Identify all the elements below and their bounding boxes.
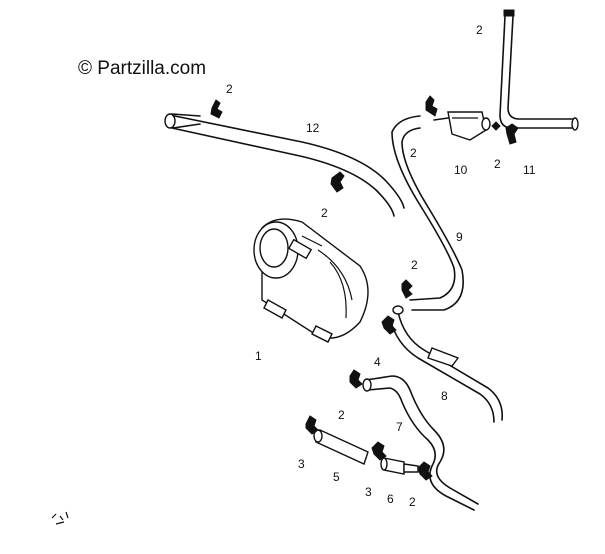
hose-9	[391, 115, 464, 311]
callout-10: 10	[454, 163, 468, 177]
callout-2a: 2	[226, 82, 233, 96]
hose-8	[389, 305, 504, 423]
callout-2h: 2	[409, 495, 416, 509]
clamp-icon	[305, 415, 319, 435]
clamp-icon	[417, 461, 433, 481]
clamp-icon	[210, 99, 223, 119]
valve-10	[433, 111, 491, 141]
fitting-6	[380, 457, 419, 475]
callout-2f: 2	[411, 258, 418, 272]
callout-2e: 2	[321, 206, 328, 220]
watermark: © Partzilla.com	[78, 58, 206, 79]
clamp-icon	[401, 279, 413, 299]
pipe-5	[313, 429, 369, 465]
callout-2d: 2	[494, 157, 501, 171]
callout-2b: 2	[476, 23, 483, 37]
clamp-icon	[381, 315, 397, 335]
hose-12	[164, 113, 405, 217]
callout-2g: 2	[338, 408, 345, 422]
callout-3b: 3	[365, 485, 372, 499]
clamp-icon	[330, 171, 345, 193]
callout-2c: 2	[410, 146, 417, 160]
hose-7	[362, 375, 479, 511]
scan-marks	[51, 511, 69, 525]
callout-4: 4	[374, 355, 381, 369]
clamp-icon	[371, 441, 387, 461]
canister-1	[253, 218, 369, 343]
callout-3a: 3	[298, 457, 305, 471]
callout-8: 8	[441, 389, 448, 403]
clamp-icon	[425, 95, 438, 117]
callout-9: 9	[456, 230, 463, 244]
callout-1: 1	[255, 349, 262, 363]
callout-11: 11	[523, 163, 536, 177]
callout-7: 7	[396, 420, 403, 434]
hose-11	[499, 9, 579, 131]
callout-12: 12	[306, 121, 320, 135]
clamp-icon	[505, 123, 519, 145]
callout-6: 6	[387, 492, 394, 506]
clamp-icon	[349, 369, 363, 389]
callout-labels: 1 2 2 2 2 2 2 2 2 3 3 4 5 6 7 8 9 10 11 …	[226, 23, 536, 509]
clamp-icon	[491, 121, 501, 131]
clamp-icons	[210, 95, 519, 481]
callout-5: 5	[333, 470, 340, 484]
